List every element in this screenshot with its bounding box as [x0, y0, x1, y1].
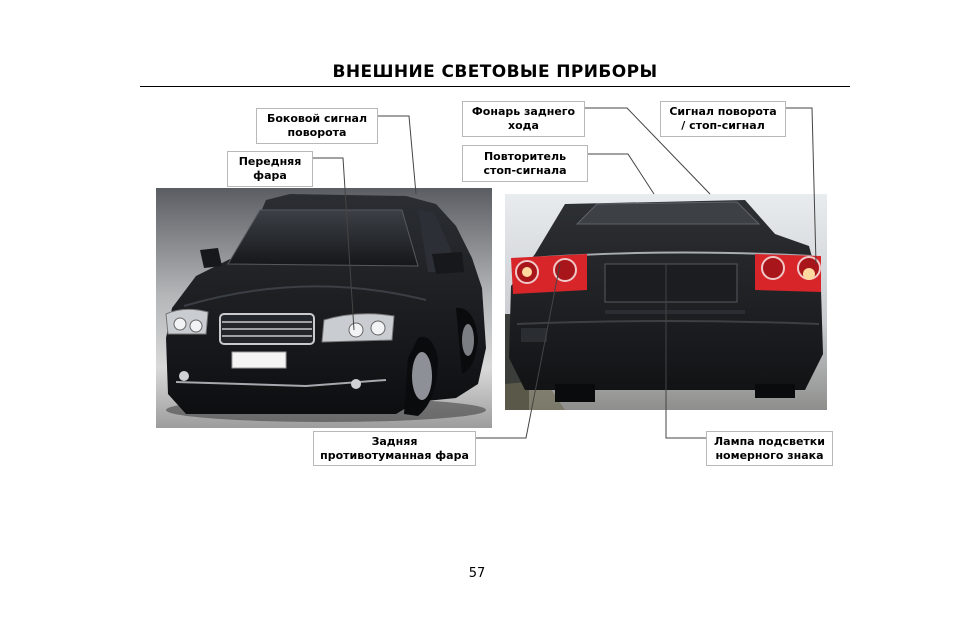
leader-side-turn-signal	[378, 115, 417, 195]
page-title: ВНЕШНИЕ СВЕТОВЫЕ ПРИБОРЫ	[140, 58, 850, 87]
leader-reverse-light	[585, 107, 711, 195]
label-side-turn-signal: Боковой сигнал поворота	[256, 108, 378, 144]
leader-rear-fog-light	[476, 263, 561, 439]
leader-stop-repeater	[588, 153, 655, 195]
page-number: 57	[468, 566, 486, 581]
label-license-plate-lamp: Лампа подсветки номерного знака	[706, 431, 833, 466]
front-car-photo	[156, 188, 492, 428]
leader-front-headlight	[312, 157, 355, 331]
label-stop-repeater: Повторитель стоп-сигнала	[462, 145, 588, 182]
label-front-headlight: Передняя фара	[227, 151, 313, 187]
leader-license-plate-lamp	[665, 264, 706, 439]
label-rear-fog-light: Задняя противотуманная фара	[313, 431, 476, 466]
label-turn-stop-signal: Сигнал поворота / стоп-сигнал	[660, 101, 786, 137]
leader-turn-stop-signal	[786, 107, 817, 265]
label-reverse-light: Фонарь заднего хода	[462, 101, 585, 137]
